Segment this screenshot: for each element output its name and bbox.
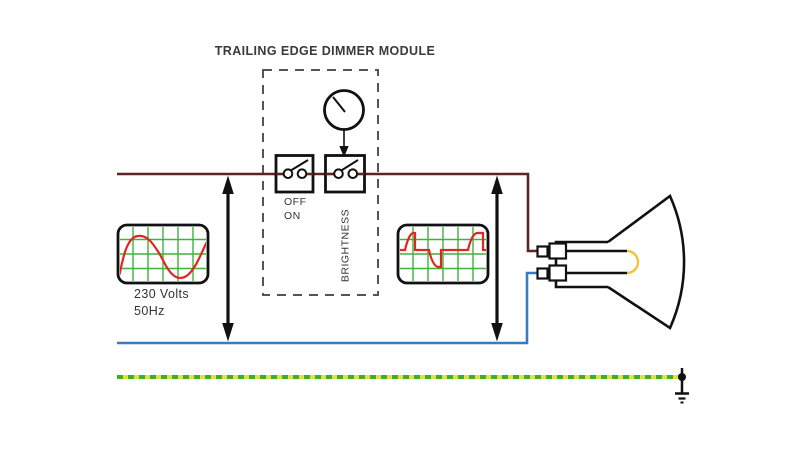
brightness-switch xyxy=(324,154,366,194)
voltage-span-arrow-right xyxy=(491,175,503,342)
chopped-waveform xyxy=(400,231,486,269)
lamp-filament xyxy=(626,249,640,275)
switch-terminal xyxy=(296,168,308,179)
switch-lever xyxy=(289,159,309,172)
brightness-label: BRIGHTNESS xyxy=(339,208,352,283)
ground-symbol xyxy=(675,368,689,404)
lamp-cone xyxy=(607,193,686,330)
neutral-wire xyxy=(117,271,538,345)
lamp-connectors xyxy=(536,242,568,282)
arrow-down-head xyxy=(491,323,503,342)
dimmer-module-outline xyxy=(262,69,379,296)
switch-terminal xyxy=(282,168,294,179)
brightness-dial xyxy=(323,89,365,158)
output-waveform-scope xyxy=(396,223,490,285)
switch-terminal xyxy=(347,168,359,179)
voltage-span-arrow-left xyxy=(222,175,234,342)
neutral-connector-pin xyxy=(536,267,549,280)
dial-pointer xyxy=(332,96,346,113)
input-waveform-scope xyxy=(116,223,210,285)
neutral-connector-block xyxy=(548,264,568,282)
arrow-up-head xyxy=(222,175,234,194)
arrow-down-head xyxy=(222,323,234,342)
switch-lever xyxy=(339,159,359,172)
switch-on-label: ON xyxy=(284,210,301,222)
live-wire xyxy=(117,172,538,253)
live-connector-pin xyxy=(536,245,549,258)
supply-frequency-label: 50Hz xyxy=(134,304,165,318)
arrow-up-head xyxy=(491,175,503,194)
supply-voltage-label: 230 Volts xyxy=(134,287,190,301)
scope-grid xyxy=(120,227,206,281)
lamp xyxy=(554,193,686,330)
live-connector-block xyxy=(548,242,568,260)
sine-waveform xyxy=(120,234,206,280)
switch-off-label: OFF xyxy=(284,196,307,208)
switch-terminal xyxy=(333,168,344,179)
on-off-switch xyxy=(274,154,315,194)
diagram-title: TRAILING EDGE DIMMER MODULE xyxy=(214,44,436,58)
dial-arrow-head xyxy=(339,146,349,158)
